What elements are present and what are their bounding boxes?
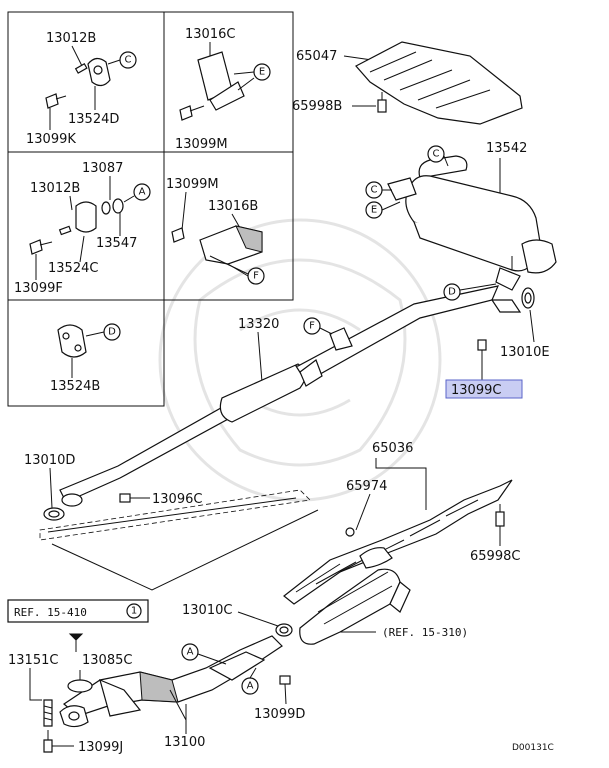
ref-15-410-group: REF. 15-410 1 xyxy=(7,599,149,652)
label-13099K: 13099K xyxy=(26,132,76,147)
callout-A-front1 xyxy=(181,643,199,661)
label-13524C: 13524C xyxy=(48,261,98,276)
svg-text:A: A xyxy=(139,187,146,198)
label-13099F: 13099F xyxy=(14,281,63,296)
callout-C-muffler xyxy=(427,145,445,163)
label-13010C: 13010C xyxy=(182,603,232,618)
gasket-13010E-group: 13010E 13099C xyxy=(445,287,550,399)
label-13016C: 13016C xyxy=(185,27,235,42)
label-13099D: 13099D xyxy=(254,707,305,722)
callout-F-pipe xyxy=(303,317,321,335)
svg-text:A: A xyxy=(247,681,254,692)
svg-text:F: F xyxy=(253,271,259,282)
hanger-13524C-group: 13087 13012B A 13547 13524C 13099F xyxy=(14,161,151,296)
muffler-13542-group: 13542 C C E xyxy=(365,141,557,291)
label-13096C: 13096C xyxy=(152,492,202,507)
label-13085C: 13085C xyxy=(82,653,132,668)
label-65036: 65036 xyxy=(372,441,413,456)
label-13547: 13547 xyxy=(96,236,137,251)
highlight-13099C[interactable] xyxy=(445,379,523,399)
label-65974: 65974 xyxy=(346,479,387,494)
svg-text:C: C xyxy=(371,185,378,196)
svg-text:D: D xyxy=(448,287,456,298)
label-13012B-a: 13012B xyxy=(46,31,96,46)
guide-line-lower xyxy=(39,489,311,541)
label-13100: 13100 xyxy=(164,735,205,750)
label-13012B-b: 13012B xyxy=(30,181,80,196)
diagram-code: D00131C xyxy=(512,743,554,753)
ref-15-410: REF. 15-410 xyxy=(14,606,87,619)
svg-text:E: E xyxy=(259,67,265,78)
hanger-13524B-group: D 13524B xyxy=(50,323,121,394)
label-13151C: 13151C xyxy=(8,653,58,668)
svg-text:D: D xyxy=(108,327,116,338)
callout-A-box3 xyxy=(133,183,151,201)
label-13542: 13542 xyxy=(486,141,527,156)
label-13010E: 13010E xyxy=(500,345,550,360)
ref-15-310: (REF. 15-310) xyxy=(382,626,468,639)
svg-text:E: E xyxy=(371,205,377,216)
gasket-13010D-group: 13010D 13096C xyxy=(24,453,202,521)
detail-box-group xyxy=(7,11,294,407)
label-13099J: 13099J xyxy=(78,740,123,755)
label-13099M-b: 13099M xyxy=(166,177,219,192)
svg-text:C: C xyxy=(125,55,132,66)
label-65998B: 65998B xyxy=(292,99,342,114)
heat-shield-65036-group: 65036 65974 65998C xyxy=(283,441,520,605)
label-13524D: 13524D xyxy=(68,112,119,127)
center-pipe-13320-group: 13320 F D xyxy=(59,283,522,503)
label-13016B: 13016B xyxy=(208,199,258,214)
label-13524B: 13524B xyxy=(50,379,100,394)
svg-text:F: F xyxy=(309,321,315,332)
label-13099M-a: 13099M xyxy=(175,137,228,152)
svg-text:A: A xyxy=(187,647,194,658)
bracket-13016C-group: 13016C E 13099M xyxy=(175,27,271,152)
front-pipe-group: (REF. 15-310) 13010C A A 13099D 13100 xyxy=(63,568,468,750)
label-13320: 13320 xyxy=(238,317,279,332)
label-65998C: 65998C xyxy=(470,549,520,564)
svg-text:1: 1 xyxy=(131,606,137,617)
bracket-13016B-group: 13099M 13016B F xyxy=(166,177,265,285)
hanger-13524D-group: 13012B C 13524D 13099K xyxy=(26,31,137,147)
label-65047: 65047 xyxy=(296,49,337,64)
heat-shield-65047-group: 65047 65998B xyxy=(292,41,523,125)
label-13087: 13087 xyxy=(82,161,123,176)
callout-D-pipe xyxy=(443,283,461,301)
svg-text:C: C xyxy=(433,149,440,160)
label-13099C[interactable]: 13099C xyxy=(451,383,501,398)
watermark-emblem xyxy=(158,218,442,502)
manifold-gasket-group: 13151C 13085C 13099J xyxy=(8,653,132,755)
detail-box-bottom xyxy=(7,299,165,407)
label-13010D: 13010D xyxy=(24,453,75,468)
